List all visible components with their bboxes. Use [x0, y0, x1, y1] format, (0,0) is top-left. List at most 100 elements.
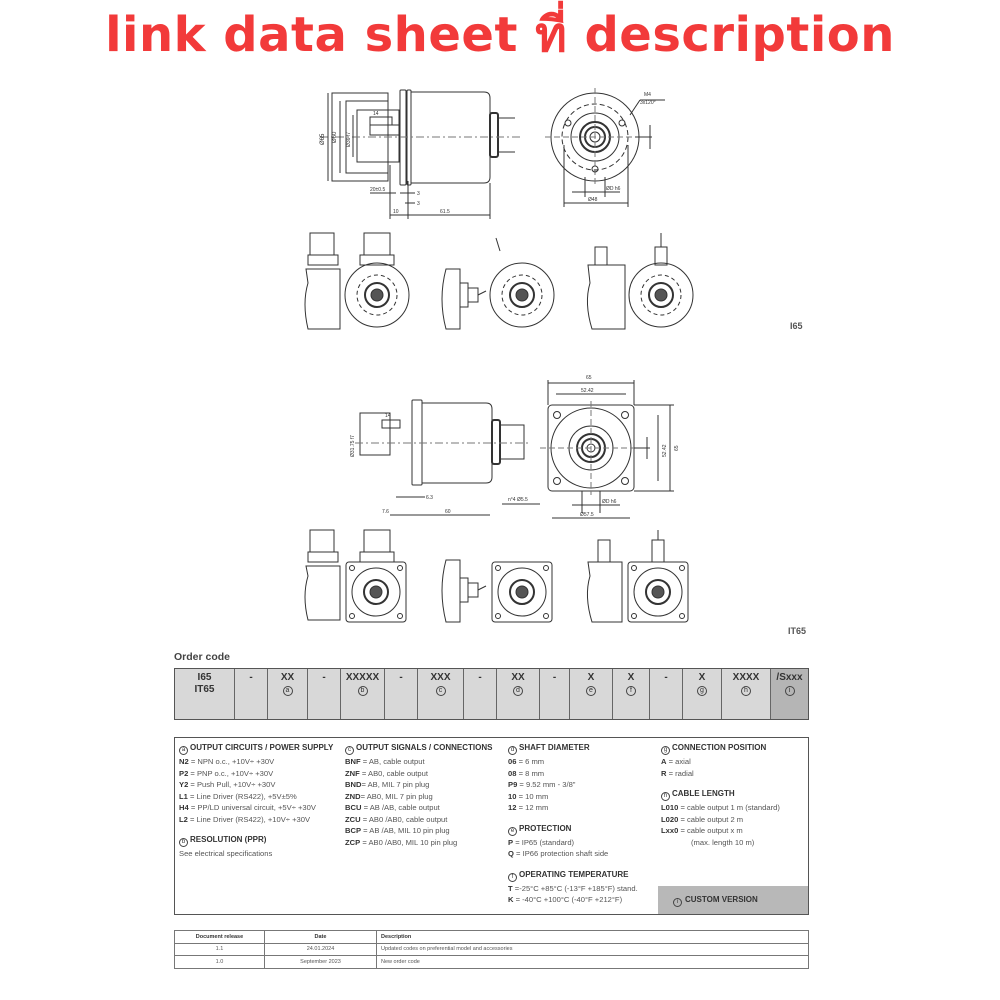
- spec-item: P9 = 9.52 mm - 3/8": [508, 780, 576, 789]
- ref-marker: d: [513, 686, 523, 696]
- ref-marker: f: [508, 872, 517, 882]
- order-cell-sep: -: [464, 669, 497, 719]
- i65-drawing: Ø65 Ø60 Ø36 f7 14 20±0.5 3 3 10 61.5 M4 …: [290, 85, 810, 335]
- spec-item: L2 = Line Driver (RS422), +10V÷ +30V: [179, 814, 311, 824]
- order-code-value: X: [698, 672, 706, 683]
- cell-release: 1.1: [174, 942, 265, 956]
- spec-item: L1 = Line Driver (RS422), +5V±5%: [179, 791, 297, 801]
- svg-text:65: 65: [586, 375, 592, 381]
- revision-table: Document release Date Description 1.1 24…: [174, 930, 809, 969]
- spec-item: T =-25°C +85°C (-13°F +185°F) stand.: [508, 883, 638, 893]
- order-cell-sep: -: [308, 669, 341, 719]
- section-title: CUSTOM VERSION: [685, 895, 758, 904]
- order-cell-sep: -: [650, 669, 683, 719]
- spec-note: (max. length 10 m): [691, 837, 755, 847]
- spec-item: ZCU = AB0 /AB0, cable output: [345, 814, 448, 824]
- svg-text:10: 10: [393, 209, 399, 215]
- order-code-value: X: [587, 672, 595, 683]
- order-code-value: IT65: [194, 684, 215, 695]
- cell-description: New order code: [376, 955, 809, 969]
- ref-marker: i: [673, 898, 682, 907]
- ref-marker: b: [357, 686, 368, 696]
- spec-item: A = axial: [661, 757, 691, 766]
- separator: -: [664, 672, 668, 683]
- order-cell-d: XX d: [497, 669, 540, 719]
- table-header-row: Document release Date Description: [174, 930, 809, 944]
- spec-item: 12 = 12 mm: [508, 803, 549, 812]
- spec-item: L010 = cable output 1 m (standard): [661, 803, 780, 812]
- header-date: Date: [264, 930, 377, 944]
- ref-marker: d: [508, 746, 517, 755]
- svg-text:52.42: 52.42: [581, 388, 594, 394]
- spec-item: P = IP65 (standard): [508, 837, 575, 847]
- it65-drawing: Ø31.75 f7 14 6.3 7.6 60 n°4 Ø5.5 65 52.4…: [290, 365, 820, 636]
- svg-text:3x120°: 3x120°: [640, 100, 656, 106]
- section-title: RESOLUTION (PPR): [190, 835, 267, 844]
- spec-item: BCU = AB /AB, cable output: [345, 803, 440, 812]
- svg-text:65: 65: [674, 445, 680, 451]
- ref-marker: e: [586, 686, 596, 696]
- cell-release: 1.0: [174, 955, 265, 969]
- spec-item: R = radial: [661, 768, 694, 778]
- ref-marker: a: [179, 746, 188, 755]
- cell-date: September 2023: [264, 955, 377, 969]
- spec-item: ZND= AB0, MIL 7 pin plug: [345, 791, 433, 801]
- spec-item: H4 = PP/LD universal circuit, +5V÷ +30V: [179, 803, 316, 812]
- spec-item: BCP = AB /AB, MIL 10 pin plug: [345, 826, 450, 835]
- svg-text:3: 3: [417, 201, 420, 207]
- section-title: CONNECTION POSITION: [672, 743, 767, 752]
- order-code-value: XX: [280, 672, 295, 683]
- banner-title: link data sheet ที่ description: [105, 7, 895, 63]
- separator: -: [322, 672, 326, 683]
- spec-item: 10 = 10 mm: [508, 791, 549, 801]
- svg-text:14: 14: [385, 413, 391, 419]
- ref-marker: b: [179, 838, 188, 847]
- ref-marker: a: [282, 686, 293, 696]
- separator: -: [249, 672, 253, 683]
- svg-text:20±0.5: 20±0.5: [370, 187, 385, 193]
- spec-item: 08 = 8 mm: [508, 768, 545, 778]
- section-title: OUTPUT CIRCUITS / POWER SUPPLY: [190, 743, 334, 752]
- svg-text:Ø65: Ø65: [320, 133, 326, 145]
- table-row: 1.0 September 2023 New order code: [174, 955, 809, 969]
- spec-item: P2 = PNP o.c., +10V÷ +30V: [179, 768, 274, 778]
- svg-text:3: 3: [417, 191, 420, 197]
- cell-date: 24.01.2024: [264, 942, 377, 956]
- spec-item: BND= AB, MIL 7 pin plug: [345, 780, 430, 789]
- svg-text:7.6: 7.6: [382, 509, 389, 515]
- order-code-value: I65: [197, 672, 212, 683]
- section-title: CABLE LENGTH: [672, 789, 735, 798]
- svg-text:ØD h6: ØD h6: [602, 499, 617, 505]
- order-code-title: Order code: [174, 651, 231, 663]
- section-title: SHAFT DIAMETER: [519, 743, 590, 752]
- spec-item: N2 = NPN o.c., +10V÷ +30V: [179, 757, 275, 766]
- ref-marker: i: [784, 686, 795, 696]
- spec-item: Y2 = Push Pull, +10V÷ +30V: [179, 780, 276, 789]
- order-code-value: XXX: [430, 672, 451, 683]
- separator: -: [399, 672, 403, 683]
- i65-label: I65: [790, 321, 803, 331]
- header-release: Document release: [174, 930, 265, 944]
- ref-marker: h: [741, 686, 751, 696]
- ref-marker: g: [661, 746, 670, 755]
- section-title: OPERATING TEMPERATURE: [519, 869, 629, 879]
- svg-text:M4: M4: [644, 92, 651, 98]
- svg-text:ØD h6: ØD h6: [606, 186, 621, 192]
- spec-item: See electrical specifications: [179, 849, 273, 858]
- svg-text:6.3: 6.3: [426, 495, 433, 501]
- spec-item: Lxx0 = cable output x m: [661, 826, 743, 835]
- order-code-value: XX: [511, 672, 525, 683]
